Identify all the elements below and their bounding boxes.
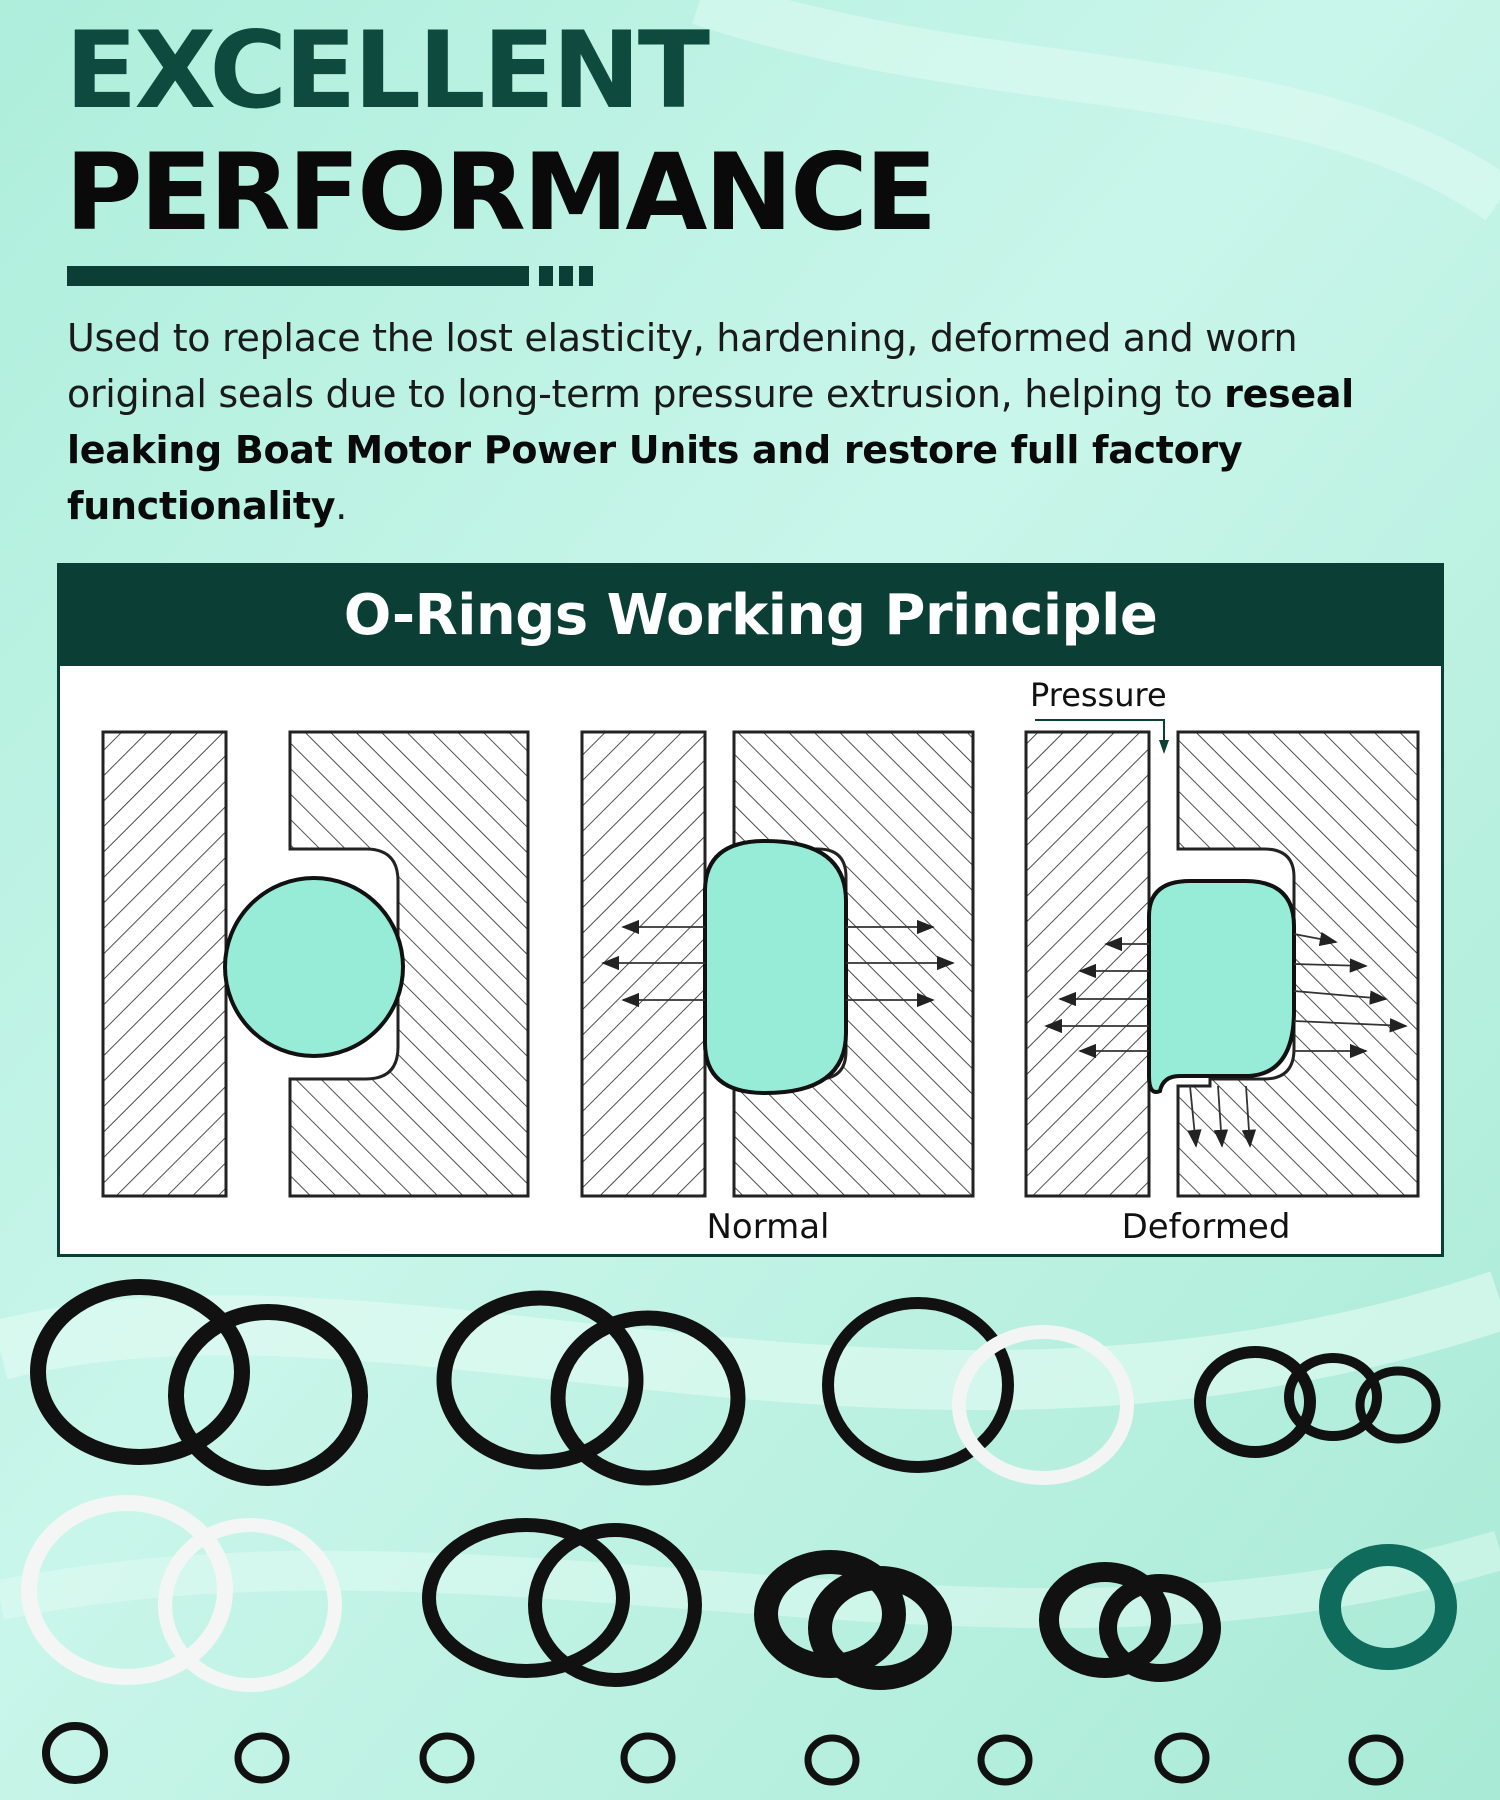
small-o-ring — [620, 1732, 676, 1784]
diagram-deformed — [1024, 719, 1420, 1198]
diagram-normal — [580, 730, 975, 1198]
o-ring — [1284, 1353, 1382, 1441]
o-ring — [422, 1518, 630, 1678]
label-normal: Normal — [706, 1207, 829, 1247]
small-o-ring — [1154, 1732, 1210, 1784]
panel-title: O-Rings Working Principle — [60, 566, 1441, 666]
small-o-ring — [977, 1734, 1033, 1786]
o-ring — [1194, 1346, 1316, 1458]
backup-ring — [21, 1495, 233, 1685]
small-o-ring — [42, 1722, 108, 1784]
backup-ring — [952, 1325, 1134, 1485]
heading-line-2: PERFORMANCE — [65, 131, 937, 254]
o-ring — [1355, 1366, 1441, 1444]
oil-seal — [1099, 1574, 1221, 1682]
diagram-free — [101, 730, 530, 1198]
heading-line-1: EXCELLENT — [65, 9, 710, 132]
o-ring — [822, 1297, 1014, 1473]
description: Used to replace the lost elasticity, har… — [67, 310, 1447, 534]
small-o-ring — [234, 1732, 290, 1784]
o-ring — [528, 1523, 702, 1687]
heading-underline — [67, 266, 593, 286]
label-deformed: Deformed — [1122, 1207, 1291, 1247]
oil-seal — [1039, 1562, 1171, 1678]
description-bold: reseal leaking Boat Motor Power Units an… — [67, 372, 1354, 528]
o-ring — [550, 1310, 746, 1486]
o-ring-diagram: Pressure Normal Deformed — [101, 676, 1420, 1247]
backup-ring — [158, 1518, 342, 1692]
o-ring — [436, 1290, 644, 1470]
o-ring — [30, 1279, 250, 1465]
label-pressure: Pressure — [1030, 676, 1167, 714]
small-o-ring — [1348, 1734, 1404, 1786]
o-rings-product-image — [21, 1279, 1457, 1786]
small-o-ring — [419, 1732, 475, 1784]
small-o-ring — [804, 1734, 860, 1786]
working-principle-panel: O-Rings Working Principle — [57, 563, 1444, 1257]
o-ring — [168, 1304, 368, 1486]
green-seal — [1319, 1544, 1457, 1670]
description-end: . — [335, 484, 348, 528]
oil-seal — [808, 1566, 952, 1690]
description-plain: Used to replace the lost elasticity, har… — [67, 316, 1298, 416]
